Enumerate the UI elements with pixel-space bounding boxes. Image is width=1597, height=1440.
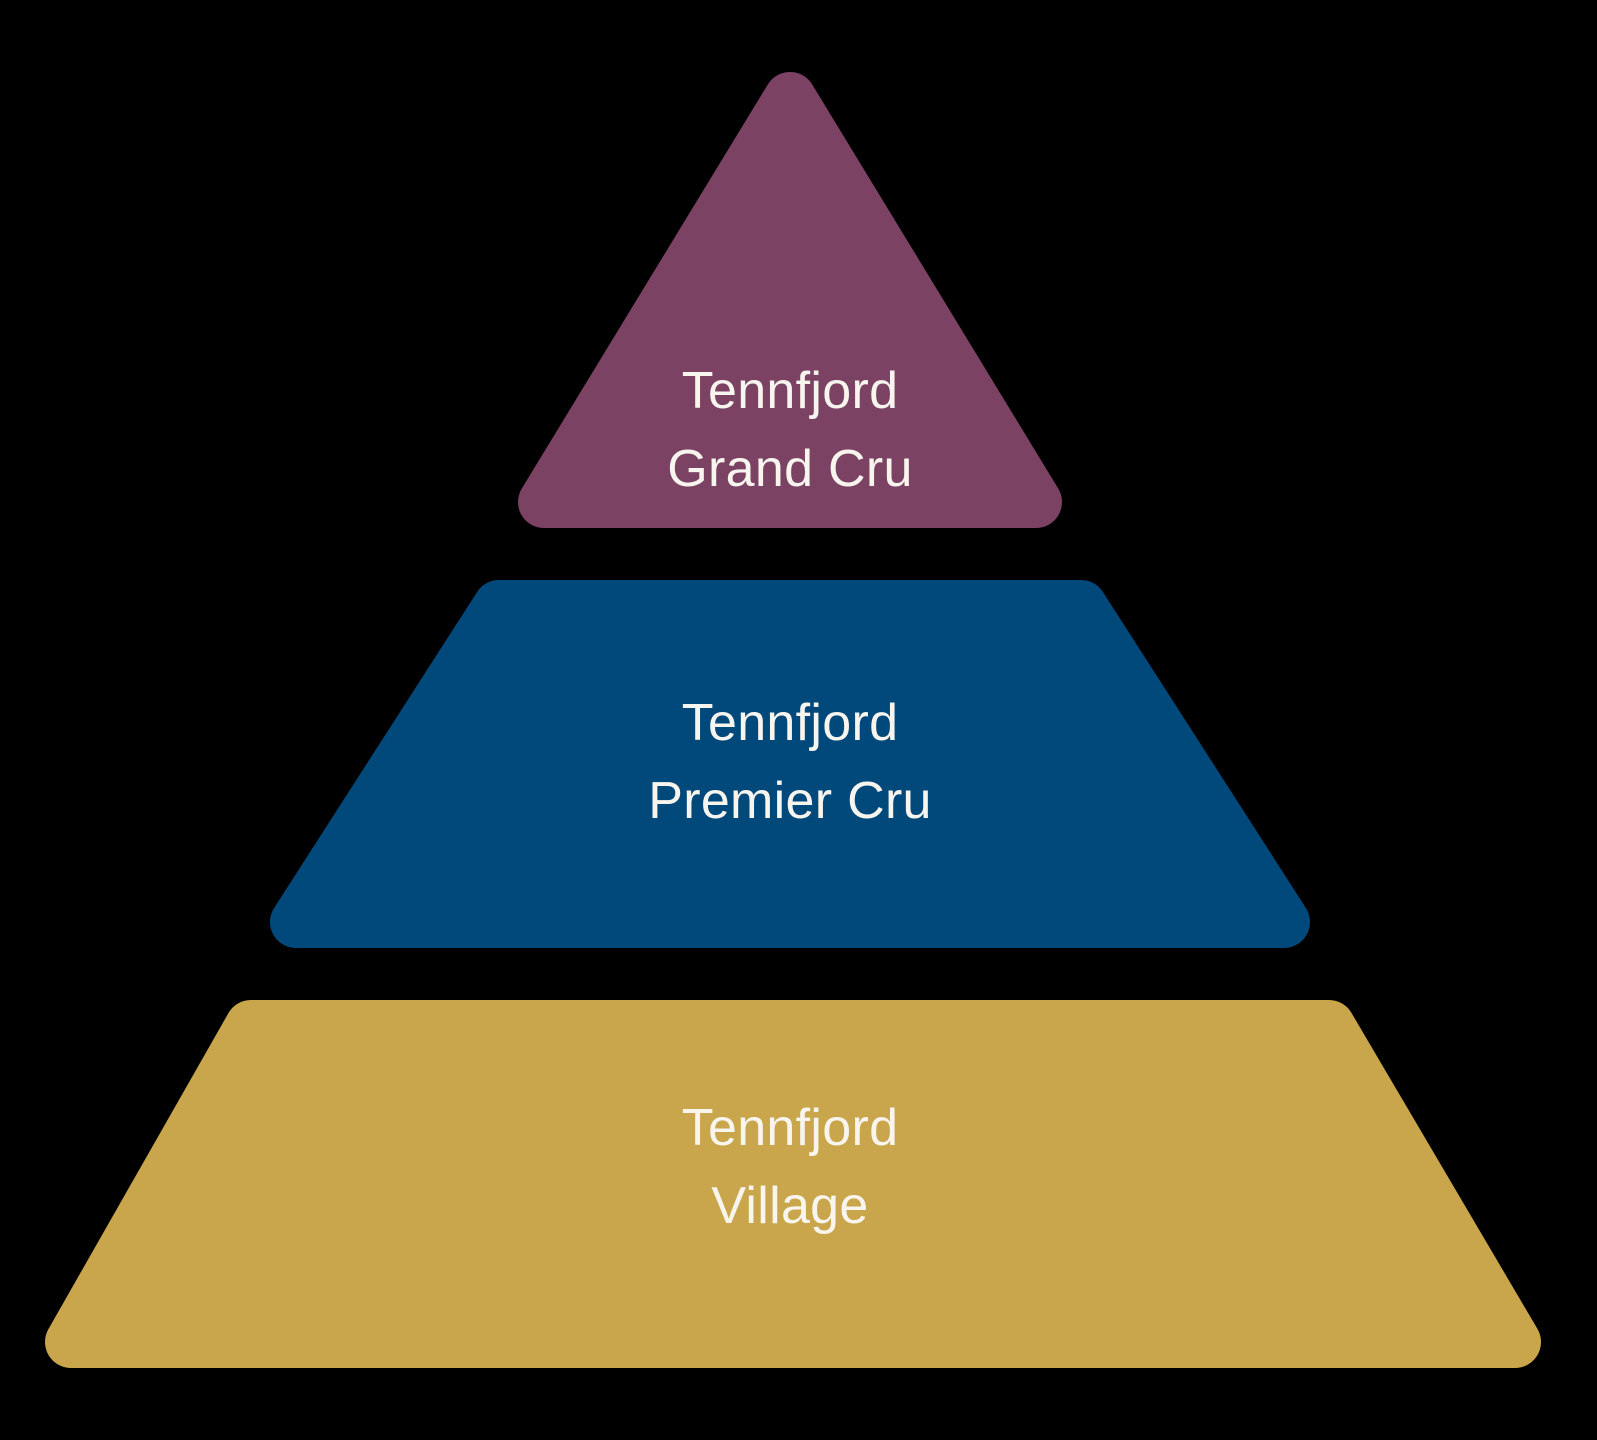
tier-grand-cru-label: Tennfjord Grand Cru — [667, 352, 912, 508]
tier-premier-cru-label-line2: Premier Cru — [648, 772, 932, 830]
tier-village-shape — [45, 1000, 1541, 1368]
tier-village-label: Tennfjord Village — [682, 1089, 899, 1245]
tier-grand-cru-label-line2: Grand Cru — [667, 440, 913, 498]
tier-village-label-line1: Tennfjord — [681, 1099, 899, 1157]
tier-premier-cru-label: Tennfjord Premier Cru — [648, 684, 932, 840]
tier-premier-cru-label-line1: Tennfjord — [681, 694, 899, 752]
tier-premier-cru-shape — [270, 580, 1310, 948]
tier-village-label-line2: Village — [711, 1177, 869, 1235]
tier-grand-cru-shape — [518, 72, 1062, 528]
tier-grand-cru-label-line1: Tennfjord — [681, 362, 899, 420]
